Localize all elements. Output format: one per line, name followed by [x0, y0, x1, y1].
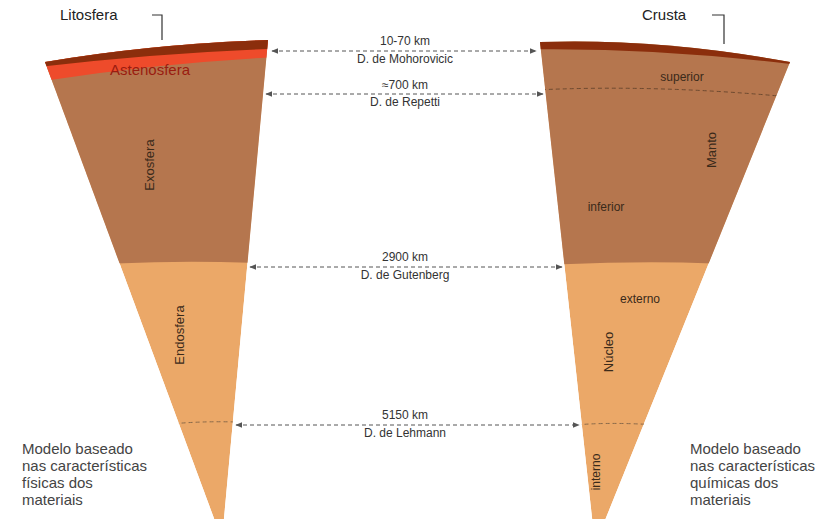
- discontinuity-arrows: [236, 51, 579, 425]
- discontinuity-name: D. de Mohorovicic: [357, 53, 453, 67]
- layer-name: Manto: [705, 132, 720, 168]
- depth-value: 5150 km: [382, 409, 428, 423]
- layer-name: Exosfera: [143, 139, 158, 190]
- discontinuity-name: D. de Repetti: [370, 96, 440, 110]
- sublayer-name: interno: [590, 454, 604, 491]
- physical-model-wedge: [0, 0, 300, 519]
- sublayer-name: superior: [660, 71, 703, 85]
- discontinuity-name: D. de Gutenberg: [361, 269, 450, 283]
- discontinuity-name: D. de Lehmann: [364, 427, 446, 441]
- layer-name: Crusta: [642, 6, 686, 23]
- layer-name: Litosfera: [60, 6, 118, 23]
- sublayer-name: externo: [620, 293, 660, 307]
- depth-value: 2900 km: [382, 251, 428, 265]
- layer-name: Endosfera: [173, 305, 188, 364]
- layer-name: Núcleo: [602, 332, 617, 372]
- pointer-hooks: [152, 15, 724, 44]
- sublayer-name: inferior: [588, 201, 625, 215]
- model-caption: Modelo baseado nas características físic…: [22, 440, 157, 508]
- model-caption: Modelo baseado nas características quími…: [690, 440, 825, 508]
- depth-value: ≈700 km: [382, 79, 428, 93]
- layer-name: Astenosfera: [110, 61, 190, 78]
- depth-value: 10-70 km: [380, 35, 430, 49]
- chemical-model-wedge: [500, 0, 836, 519]
